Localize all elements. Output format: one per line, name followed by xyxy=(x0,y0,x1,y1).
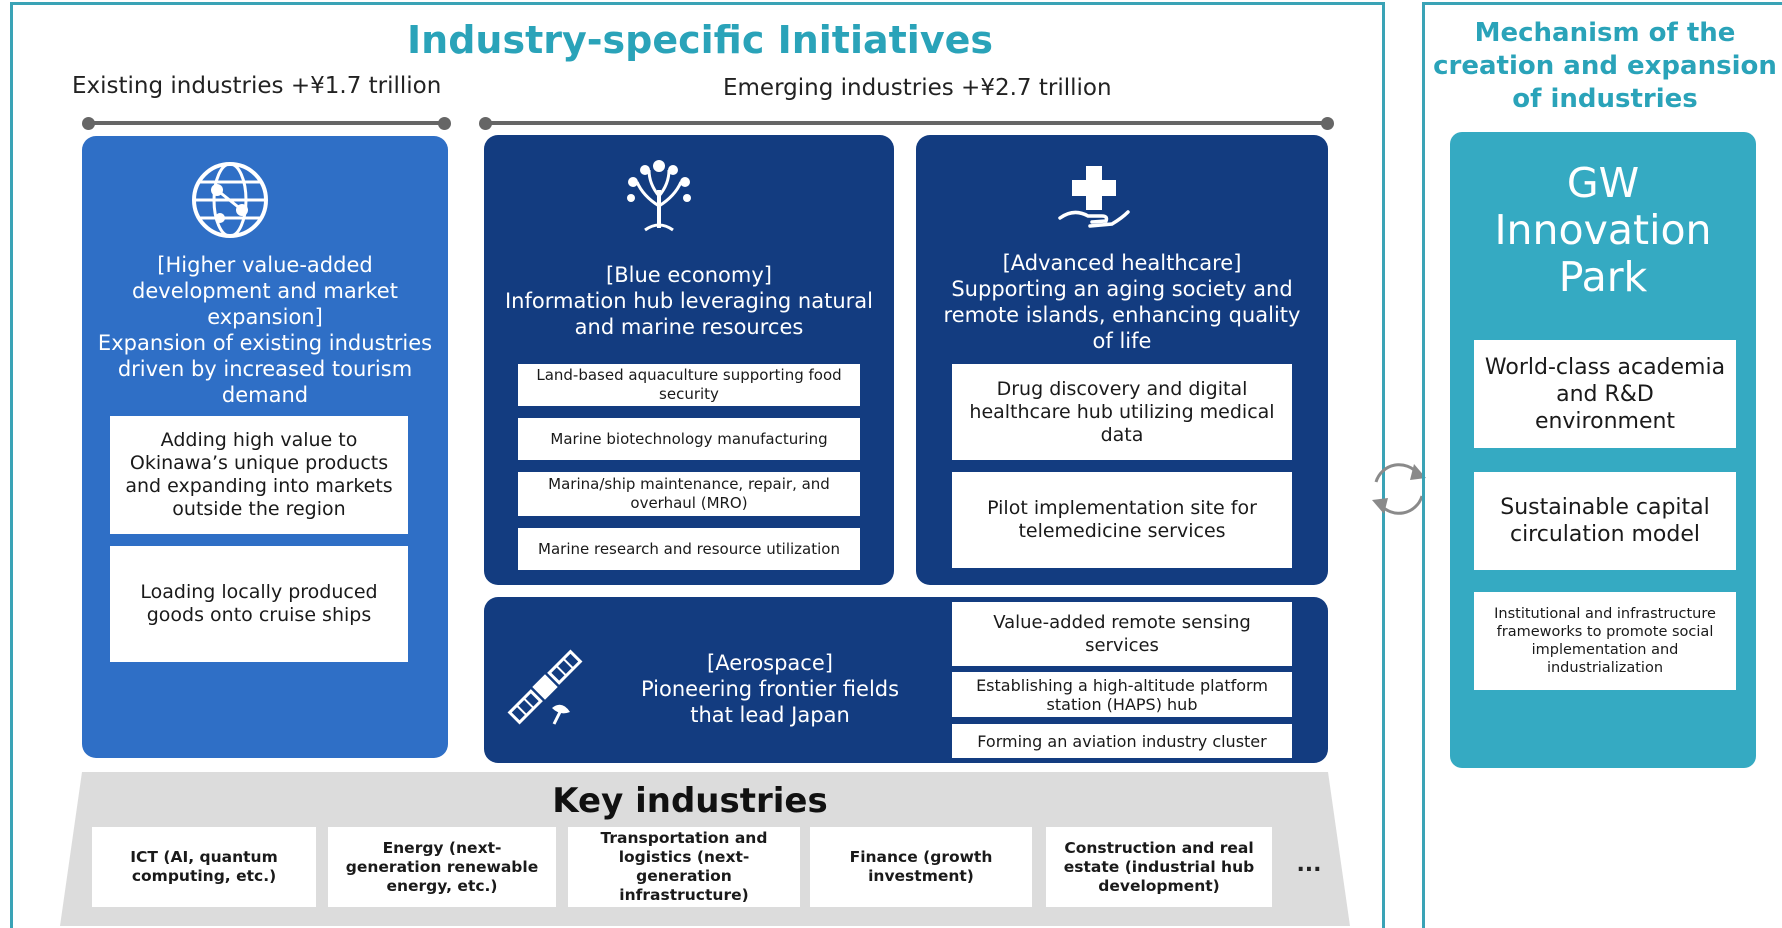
key-industry-energy: Energy (next-generation renewable energy… xyxy=(328,827,556,907)
blue-economy-heading: [Blue economy] Information hub leveragin… xyxy=(504,263,873,339)
globe-network-icon xyxy=(190,160,270,240)
existing-range-end-dot xyxy=(438,117,451,130)
industry-initiatives-frame xyxy=(10,2,1385,928)
satellite-icon xyxy=(500,642,590,732)
emerging-industries-label: Emerging industries +¥2.7 trillion xyxy=(723,75,1112,101)
existing-range-line xyxy=(88,121,444,125)
existing-panel-heading: [Higher value-added development and mark… xyxy=(97,253,433,407)
health-box-2: Pilot implementation site for telemedici… xyxy=(952,472,1292,568)
emerging-range-line xyxy=(485,121,1327,125)
blue-box-1: Land-based aquaculture supporting food s… xyxy=(518,364,860,406)
aerospace-heading: [Aerospace] Pioneering frontier fields t… xyxy=(640,651,900,727)
gw-box-capital: Sustainable capital circulation model xyxy=(1474,472,1736,570)
health-box-1: Drug discovery and digital healthcare hu… xyxy=(952,364,1292,460)
existing-box-2: Loading locally produced goods onto crui… xyxy=(110,546,408,662)
existing-box-1: Adding high value to Okinawa’s unique pr… xyxy=(110,416,408,534)
key-industries-title: Key industries xyxy=(552,781,828,821)
advanced-healthcare-heading: [Advanced healthcare] Supporting an agin… xyxy=(943,251,1301,353)
mechanism-title: Mechanism of the creation and expansion … xyxy=(1433,18,1777,114)
gw-box-frameworks: Institutional and infrastructure framewo… xyxy=(1474,592,1736,690)
blue-box-3: Marina/ship maintenance, repair, and ove… xyxy=(518,472,860,516)
aero-box-3: Forming an aviation industry cluster xyxy=(952,724,1292,758)
tree-of-life-icon xyxy=(619,156,699,236)
key-industry-ict: ICT (AI, quantum computing, etc.) xyxy=(92,827,316,907)
existing-industries-label: Existing industries +¥1.7 trillion xyxy=(72,73,442,99)
section-title: Industry-specific Initiatives xyxy=(407,18,993,62)
mechanism-frame xyxy=(1422,2,1782,928)
key-industry-transportation: Transportation and logistics (next-gener… xyxy=(568,827,800,907)
gw-box-academia: World-class academia and R&D environment xyxy=(1474,340,1736,448)
aero-box-2: Establishing a high-altitude platform st… xyxy=(952,672,1292,717)
emerging-range-start-dot xyxy=(479,117,492,130)
blue-box-4: Marine research and resource utilization xyxy=(518,528,860,570)
existing-range-start-dot xyxy=(82,117,95,130)
key-industry-finance: Finance (growth investment) xyxy=(810,827,1032,907)
medical-cross-hand-icon xyxy=(1056,160,1132,236)
aero-box-1: Value-added remote sensing services xyxy=(952,602,1292,666)
emerging-range-end-dot xyxy=(1321,117,1334,130)
blue-box-2: Marine biotechnology manufacturing xyxy=(518,418,860,460)
key-industry-construction: Construction and real estate (industrial… xyxy=(1046,827,1272,907)
gw-innovation-park-title: GW Innovation Park xyxy=(1494,159,1712,301)
key-industries-more-ellipsis: ... xyxy=(1296,852,1322,877)
